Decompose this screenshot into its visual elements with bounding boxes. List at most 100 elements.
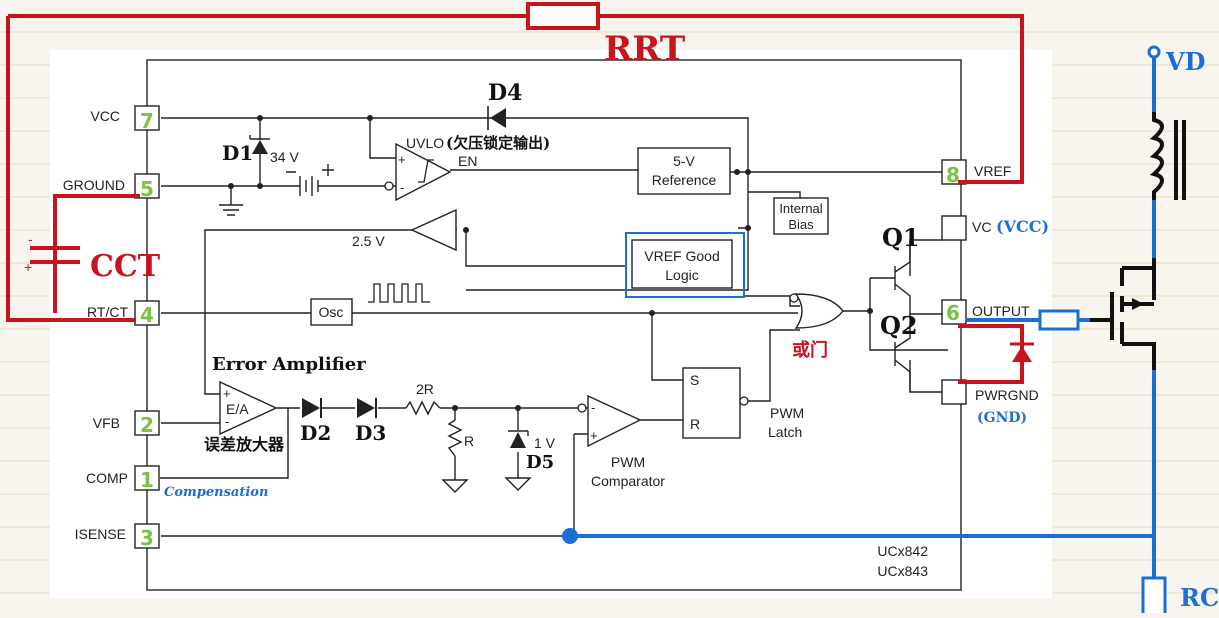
latch-s: S [690, 372, 699, 388]
pin-name-pwrgnd: PWRGND [975, 387, 1039, 403]
pin-name-output: OUTPUT [972, 303, 1030, 319]
pwm-comp-line1: PWM [611, 454, 645, 470]
vref-good-line2: Logic [665, 267, 698, 283]
pin-number-vfb: 2 [140, 413, 154, 437]
pwrgnd-annotation: (GND) [977, 410, 1027, 426]
transformer [1149, 112, 1186, 200]
pin-name-vc: VC [972, 219, 991, 235]
resistor-2r [405, 400, 441, 416]
zener-34v-label: 34 V [270, 149, 299, 165]
red-output-diode [1010, 342, 1034, 362]
resistor-2r-label: 2R [416, 381, 434, 397]
d5-label: D5 [526, 452, 554, 473]
ref-buffer [410, 208, 457, 252]
svg-text:+: + [24, 259, 32, 275]
datasheet-clip [50, 50, 1052, 598]
part-number-1: UCx842 [877, 543, 928, 559]
latch-line1: PWM [770, 405, 804, 421]
battery-symbol [286, 164, 334, 196]
ea-note: 误差放大器 [204, 435, 285, 454]
d3-label: D3 [355, 421, 386, 445]
vd-label: VD [1165, 47, 1205, 76]
mosfet [1090, 258, 1156, 370]
resistor-rrt [526, 2, 600, 30]
pin-name-vref: VREF [974, 163, 1011, 179]
resistor-r [447, 419, 463, 457]
reference-box [637, 147, 731, 195]
pin-number-vref: 8 [946, 163, 960, 187]
pin-number-rtct: 4 [140, 303, 154, 327]
d2-label: D2 [300, 421, 331, 445]
uvlo-note: (欠压锁定输出) [446, 134, 550, 152]
or-gate [789, 293, 844, 329]
latch-line2: Latch [768, 424, 802, 440]
rrt-label: RRT [604, 29, 685, 69]
red-wiring [6, 14, 1024, 384]
pin-number-comp: 1 [140, 468, 154, 492]
internal-bias-box [773, 197, 829, 235]
svg-text:-: - [591, 400, 595, 415]
diodes-d2-d3 [302, 398, 377, 418]
pin-number-isense: 3 [140, 526, 154, 550]
bias-line2: Bias [788, 217, 814, 232]
osc-label: Osc [319, 304, 344, 320]
ea-label: E/A [226, 401, 249, 417]
d1-label: D1 [222, 141, 253, 165]
part-number-2: UCx843 [877, 563, 928, 579]
vd-terminal [1147, 45, 1161, 59]
svg-text:-: - [225, 414, 229, 429]
diode-d4 [487, 106, 506, 130]
pin-vcc [134, 105, 160, 131]
vref-good-line1: VREF Good [644, 248, 719, 264]
ea-title: Error Amplifier [212, 354, 366, 375]
blue-wiring [574, 52, 1156, 580]
ref-25v-label: 2.5 V [352, 233, 385, 249]
pin-number-ground: 5 [140, 177, 154, 201]
zener-1v-label: 1 V [534, 435, 556, 451]
pulse-train [368, 283, 430, 303]
pin-name-isense: ISENSE [75, 526, 126, 542]
svg-text:-: - [28, 231, 33, 247]
right-pins [941, 159, 967, 405]
svg-text:+: + [398, 152, 406, 167]
svg-text:+: + [590, 428, 598, 443]
bias-line1: Internal [779, 201, 822, 216]
pin-name-vcc: VCC [90, 108, 120, 124]
pin-output [941, 299, 967, 325]
resistor-r-label: R [464, 433, 474, 449]
rc-label: RC [1180, 583, 1219, 612]
ground-symbol [219, 204, 243, 216]
gate-resistor [1038, 309, 1080, 331]
pin-number-output: 6 [946, 301, 960, 325]
d4-label: D4 [488, 80, 522, 106]
isense-node [562, 528, 578, 544]
reference-line2: Reference [652, 172, 717, 188]
junction-dots [228, 115, 873, 411]
uvlo-comparator: + - [384, 142, 452, 202]
q1-label: Q1 [882, 223, 920, 252]
vref-good-highlight [625, 232, 745, 298]
reference-line1: 5-V [673, 153, 695, 169]
output-transistors [894, 240, 911, 392]
q2-label: Q2 [880, 311, 918, 340]
or-note: 或门 [792, 339, 828, 361]
sense-resistor [1141, 576, 1167, 618]
capacitor-cct [30, 246, 80, 264]
pin-name-vfb: VFB [93, 415, 120, 431]
svg-text:-: - [400, 180, 404, 195]
pin-rtct [134, 300, 160, 326]
en-label: EN [458, 153, 477, 169]
zener-d5 [504, 430, 532, 491]
vref-good-box [631, 239, 733, 289]
compensation-label: Compensation [164, 485, 268, 500]
uvlo-label: UVLO [406, 135, 444, 151]
pin-name-ground: GROUND [63, 177, 125, 193]
pin-name-comp: COMP [86, 470, 128, 486]
vc-annotation: (VCC) [996, 217, 1049, 236]
pwm-comparator [587, 394, 642, 448]
svg-text:+: + [223, 386, 231, 401]
pin-number-vcc: 7 [140, 109, 154, 133]
osc-box [310, 298, 353, 326]
